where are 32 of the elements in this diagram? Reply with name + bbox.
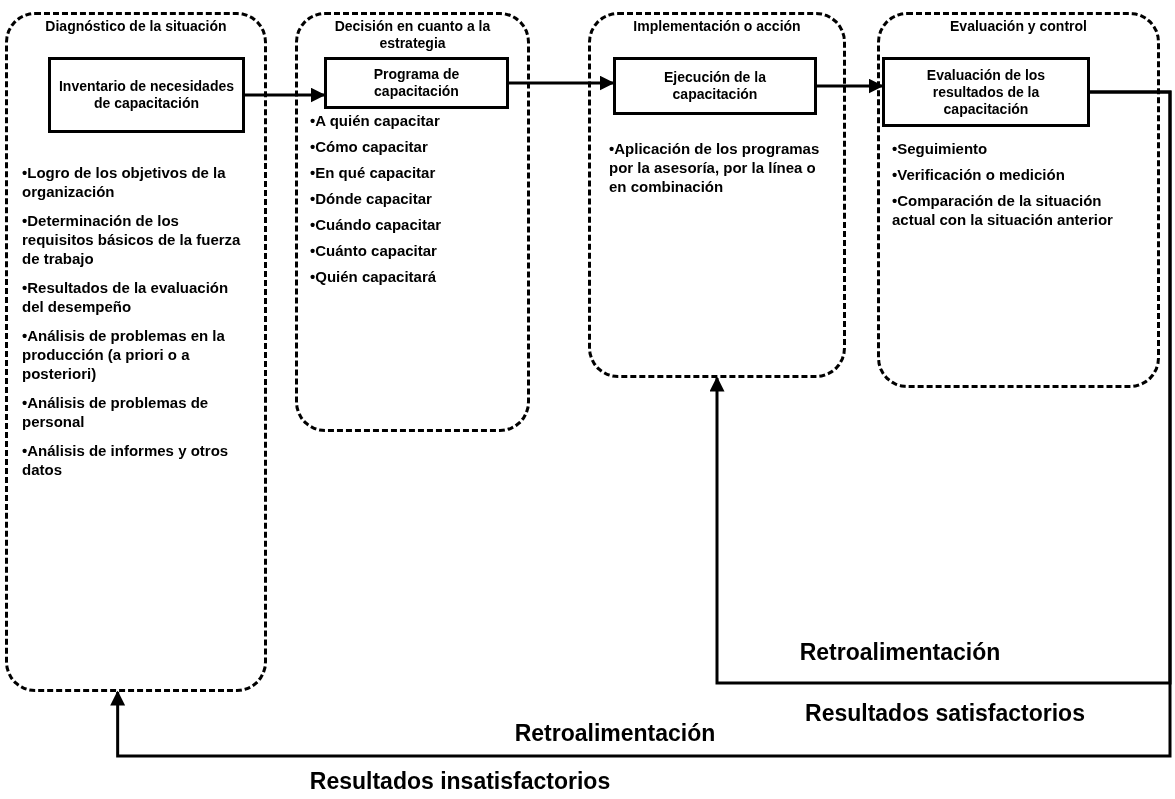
bullet-item: •Cuánto capacitar (310, 241, 438, 260)
process-box: Inventario de necesidades de capacitación (48, 57, 245, 133)
bullet-item: •Análisis de problemas en la producción (a priori o a posteriori) (22, 326, 226, 383)
stage-heading: Decisión en cuanto a la estrategia (333, 18, 492, 52)
bullet-item: •En qué capacitar (310, 163, 437, 182)
arrow (817, 78, 884, 94)
bullet-item: •Dónde capacitar (310, 189, 433, 208)
dashed-stage-group (295, 12, 530, 432)
stage-heading: Implementación o acción (632, 18, 802, 35)
bullet-item: •Resultados de la evaluación del desempeño (22, 278, 230, 316)
dashed-stage-group (5, 12, 267, 692)
stage-heading: Evaluación y control (949, 18, 1088, 35)
arrow (509, 75, 615, 91)
bullet-item: •Seguimiento (892, 139, 989, 158)
bullet-item: •Análisis de problemas de personal (22, 393, 210, 431)
bullet-item: •Quién capacitará (310, 267, 438, 286)
bullet-item: •A quién capacitar (310, 111, 441, 130)
process-box: Ejecución de la capacitación (613, 57, 817, 115)
bullet-item: •Análisis de informes y otros datos (22, 441, 230, 479)
process-box: Evaluación de los resultados de la capacitación (882, 57, 1090, 127)
dashed-stage-group (877, 12, 1160, 388)
bullet-item: •Aplicación de los programas por la asesoría, por la línea o en combinación (609, 139, 821, 196)
dashed-stage-group (588, 12, 846, 378)
stage-heading: Diagnóstico de la situación (44, 18, 228, 35)
bullet-item: •Verificación o medición (892, 165, 1066, 184)
bullet-item: •Cuándo capacitar (310, 215, 443, 234)
bullet-item: •Logro de los objetivos de la organización (22, 163, 227, 201)
arrow (245, 87, 326, 103)
bullet-item: •Cómo capacitar (310, 137, 429, 156)
bullet-item: •Determinación de los requisitos básicos de la fuerza de trabajo (22, 211, 242, 268)
process-box: Programa de capacitación (324, 57, 509, 109)
bullet-item: •Comparación de la situación actual con la situación anterior (892, 191, 1114, 229)
